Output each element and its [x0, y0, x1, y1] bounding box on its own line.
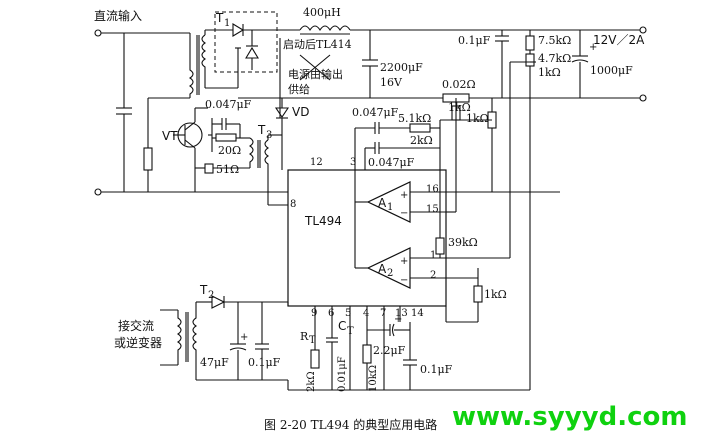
t2-sub: 2	[208, 290, 214, 301]
r-1k-pot-label: 1kΩ	[538, 66, 561, 79]
cap-1000-label: 1000μF	[590, 64, 633, 77]
startup-switch-box	[205, 11, 300, 88]
cap-22-label: 2.2μF	[373, 344, 406, 357]
note-line-1: 启动后TL414	[283, 38, 352, 51]
ac-input-section: T 2 接交流 或逆变器 + 47μF 0.1μF	[114, 283, 289, 390]
vt-label: VT	[162, 129, 178, 143]
note-line-3: 供给	[288, 82, 310, 96]
cap-2200-voltage: 16V	[380, 76, 403, 89]
cap-2200-label: 2200μF	[380, 61, 423, 74]
inductor-400uh: 400μH	[299, 6, 370, 35]
pin-8: 8	[290, 199, 296, 210]
compensation-network: 0.047μF 5.1kΩ 2kΩ 0.047μF 39kΩ 1kΩ 1kΩ	[352, 61, 530, 259]
cap-047-a-label: 0.047μF	[205, 98, 252, 111]
ic-tl494: TL494 12 3 8 16 15 1 2 9 6 5 4 7 13 14 A…	[287, 157, 447, 319]
amp-a2-plus: +	[400, 256, 408, 267]
amp-a2-label: A	[378, 262, 387, 276]
ic-name: TL494	[304, 214, 342, 228]
transistor-vt: VT	[162, 107, 208, 192]
r-20-label: 20Ω	[218, 144, 241, 157]
pin-5: 5	[345, 308, 351, 319]
r-1k-c-label: 1kΩ	[484, 288, 507, 301]
r-2k-label: 2kΩ	[410, 134, 433, 147]
t3-label: T	[257, 123, 266, 137]
cap-001-label: 0.01μF	[337, 356, 348, 392]
cap-1000-plus: +	[589, 42, 597, 53]
pin-14: 14	[411, 308, 424, 319]
r-2k-t-label: 2kΩ	[306, 371, 317, 392]
t1-sub: 1	[224, 18, 230, 29]
amp-a1	[366, 181, 411, 223]
output-rail: 2200μF 16V 0.02Ω 0.1μF 7.5kΩ 4.7kΩ 1kΩ +…	[238, 26, 647, 103]
amp-a2-minus: −	[400, 275, 408, 286]
pin-7: 7	[380, 308, 386, 319]
cap-top-label: 0.1μF	[458, 34, 491, 47]
transformer-t1: T 1	[189, 11, 238, 98]
cap-047-c-label: 0.047μF	[368, 156, 415, 169]
pin-6: 6	[328, 308, 334, 319]
pin-12: 12	[310, 157, 323, 168]
cap-01-c-label: 0.1μF	[248, 356, 281, 369]
cap-047-b-label: 0.047μF	[352, 106, 399, 119]
base-drive-network: 0.047μF 20Ω 51Ω	[195, 98, 252, 176]
r-1k-a-label: 1kΩ	[448, 101, 471, 114]
t2-label: T	[199, 283, 208, 297]
output-label: 12V／2A	[593, 33, 645, 47]
cap-01-b-label: 0.1μF	[420, 363, 453, 376]
diode-vd: VD	[268, 98, 309, 170]
reference-network: 1kΩ	[445, 98, 531, 390]
ct-label: C	[338, 319, 346, 333]
timing-components: R T 2kΩ C T 0.01μF 10kΩ + 2.2μF 0.1μF	[288, 306, 530, 392]
amp-a2	[366, 247, 411, 289]
vd-label: VD	[292, 105, 309, 119]
pin-16: 16	[426, 184, 439, 195]
r-39k-label: 39kΩ	[448, 236, 478, 249]
ic-body	[287, 169, 447, 307]
startup-note: 启动后TL414 电源由输出 供给	[279, 38, 352, 118]
pin-3: 3	[350, 157, 356, 168]
cap-47-label: 47μF	[200, 356, 229, 369]
watermark: www.syyyd.com	[452, 402, 687, 432]
ac-input-line-1: 接交流	[118, 318, 154, 333]
amp-a1-sub: 1	[387, 202, 393, 213]
pin-13: 13	[395, 308, 408, 319]
ac-input-line-2: 或逆变器	[114, 335, 162, 350]
r-1k-b-label: 1kΩ	[466, 112, 489, 125]
r-5k1-label: 5.1kΩ	[398, 112, 431, 125]
cap-22-plus: +	[394, 314, 402, 325]
r-4k7-label: 4.7kΩ	[538, 52, 571, 65]
amp-a1-label: A	[378, 196, 387, 210]
inductor-label: 400μH	[303, 6, 341, 19]
pin-9: 9	[311, 308, 317, 319]
rt-sub: T	[309, 335, 316, 346]
r-7k5-label: 7.5kΩ	[538, 34, 571, 47]
r-51-label: 51Ω	[216, 163, 239, 176]
pin-4: 4	[363, 308, 369, 319]
amp-a1-minus: −	[400, 208, 408, 219]
dc-input-label: 直流输入	[94, 8, 142, 23]
amp-a1-plus: +	[400, 190, 408, 201]
note-line-2: 电源由输出	[288, 67, 343, 81]
r-002-label: 0.02Ω	[442, 78, 476, 91]
t1-label: T	[215, 11, 224, 25]
cap-47-plus: +	[240, 332, 248, 343]
amp-a2-sub: 2	[387, 268, 393, 279]
r-10k-label: 10kΩ	[368, 365, 379, 392]
pin-15: 15	[426, 204, 439, 215]
rt-label: R	[300, 330, 309, 343]
pin-1: 1	[430, 250, 436, 261]
pin-2: 2	[430, 270, 436, 281]
figure-caption: 图 2-20 TL494 的典型应用电路	[264, 417, 437, 432]
